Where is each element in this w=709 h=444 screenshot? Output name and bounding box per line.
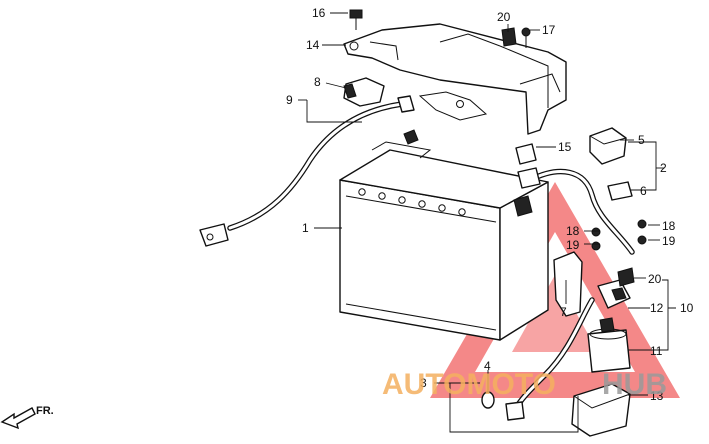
- clip-20-mid: [617, 267, 635, 287]
- fuse-holder-6: [607, 181, 633, 201]
- callout-15: 15: [558, 140, 572, 154]
- nuts-18-19-right: [637, 219, 647, 245]
- callout-7: 7: [560, 305, 567, 319]
- callout-13: 13: [650, 389, 664, 403]
- battery-vent-caps: [358, 188, 466, 216]
- callout-5: 5: [638, 133, 645, 147]
- callout-8: 8: [314, 75, 321, 89]
- callout-19-left: 19: [566, 238, 580, 252]
- bolt-16: [349, 9, 363, 30]
- starter-relay-11: [587, 317, 631, 373]
- negative-cable-ground-eye: [199, 223, 229, 247]
- starter-cable-terminal: [505, 401, 525, 421]
- leader-lines: [298, 12, 676, 433]
- battery: [339, 129, 549, 341]
- battery-positive-terminal: [513, 195, 533, 217]
- callout-10: 10: [680, 301, 694, 315]
- callout-18-left: 18: [566, 224, 580, 238]
- fuse-box-5: [589, 127, 627, 165]
- callout-4: 4: [484, 359, 491, 373]
- relay-cover-12: [597, 279, 631, 309]
- callout-labels: 1 2 3 4 5 6 7 8 9 10 11 12 13 14 15 16 1…: [286, 6, 694, 403]
- watermark-text: AUTOMOTO HUB: [382, 368, 667, 401]
- rubber-boot-13: [571, 383, 631, 437]
- battery-box-bracket: [343, 23, 567, 135]
- callout-18-right: 18: [662, 219, 676, 233]
- callout-9: 9: [286, 93, 293, 107]
- callout-6: 6: [640, 184, 647, 198]
- positive-cable-terminal: [517, 167, 541, 189]
- clamp-15: [515, 143, 537, 165]
- front-direction-arrow: FR.: [0, 405, 54, 430]
- callout-16: 16: [312, 6, 326, 20]
- battery-negative-terminal: [403, 129, 419, 145]
- callout-20-top: 20: [497, 10, 511, 24]
- callout-1: 1: [302, 221, 309, 235]
- negative-cable: [199, 95, 415, 247]
- front-arrow-icon: [0, 407, 36, 430]
- watermark-triangle: [430, 182, 680, 398]
- cap-8: [343, 77, 385, 107]
- callout-11: 11: [650, 344, 663, 358]
- positive-cable: [517, 167, 635, 255]
- screw-17: [521, 27, 531, 48]
- bracket-7: [553, 251, 583, 317]
- negative-cable-terminal: [397, 95, 415, 113]
- callout-2: 2: [660, 161, 667, 175]
- callout-14: 14: [306, 38, 320, 52]
- watermark-text-right: HUB: [602, 368, 667, 401]
- starter-cable: [505, 297, 595, 421]
- callout-17: 17: [542, 23, 556, 37]
- callout-19-right: 19: [662, 234, 676, 248]
- fuse-20-top: [501, 27, 517, 47]
- front-direction-label: FR.: [36, 405, 54, 417]
- callout-12: 12: [650, 301, 664, 315]
- callout-3: 3: [420, 376, 427, 390]
- callout-20-mid: 20: [648, 272, 662, 286]
- watermark-text-left: AUTOMOTO: [382, 368, 556, 401]
